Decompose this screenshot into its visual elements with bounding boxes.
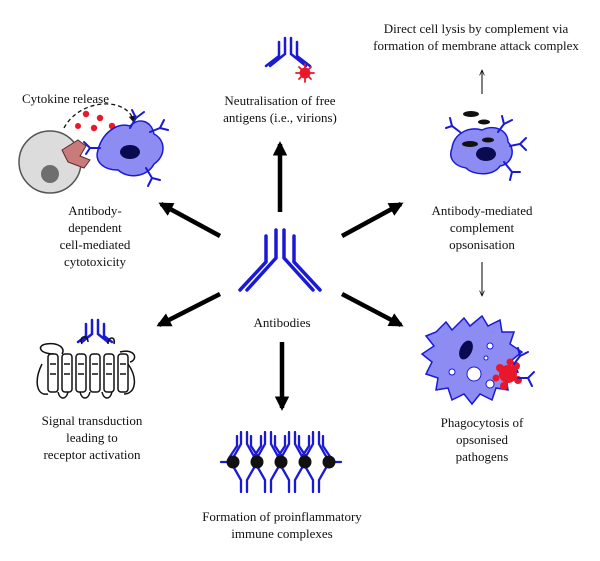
lysis-label: Direct cell lysis by complement via form… [373,21,579,53]
arrow-to-opsonisation [340,202,404,238]
radial-arrows [156,141,404,411]
signal-label: Signal transduction leading to receptor … [41,413,143,462]
macrophage-icon [420,314,535,406]
transmembrane-receptor-icon [36,318,136,399]
arrow-to-phagocytosis [340,292,404,327]
immune-complex-lattice-icon [219,430,343,494]
arrow-to-signal [156,291,222,328]
arrow-to-adcc [158,202,222,238]
center-antibody-icon [238,228,322,292]
fc-receptor [61,139,91,169]
adcc-label: Antibody- dependent cell-mediated cytoto… [59,203,131,269]
center-label: Antibodies [253,315,311,330]
antibody-with-virion-icon [264,36,315,83]
nk-cell-and-target-cell-icon [18,103,169,194]
phagocytosis-label: Phagocytosis of opsonised pathogens [440,415,524,464]
nk-nucleus [41,165,59,183]
complement-opsonised-cell-icon [445,111,527,181]
opsonisation-label: Antibody-mediated complement opsonisatio… [431,203,533,252]
macrophage-body [420,314,524,406]
cytokine-arrow [63,103,137,129]
cytokine-label: Cytokine release [22,91,109,106]
neutralisation-label: Neutralisation of free antigens (i.e., v… [223,93,337,125]
complexes-label: Formation of proinflammatory immune comp… [202,509,362,541]
